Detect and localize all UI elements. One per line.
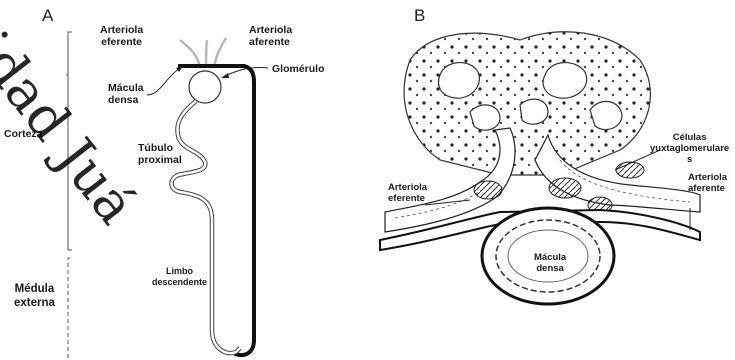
label-glomerulus: Glomérulo [272, 63, 325, 75]
label-proximal-tubule: Túbulo proximal [138, 142, 182, 166]
label-outer-medulla: Médula externa [14, 282, 55, 310]
panel-b-letter: B [414, 6, 425, 26]
label-macula-densa-b: Mácula densa [534, 252, 566, 274]
label-macula-densa-a: Mácula densa [108, 82, 144, 106]
label-descending-limb: Limbo descendente [152, 266, 207, 288]
panel-a-letter: A [42, 6, 53, 26]
label-efferent-arteriole-a: Arteriola eferente [100, 24, 143, 48]
label-efferent-arteriole-b: Arteriola eferente [388, 182, 427, 204]
label-juxtaglomerular-cells: Células yuxtaglomerulare s [650, 132, 729, 165]
label-afferent-arteriole-a: Arteriola aferente [249, 24, 292, 48]
label-afferent-arteriole-b: Arteriola aferente [688, 172, 727, 194]
